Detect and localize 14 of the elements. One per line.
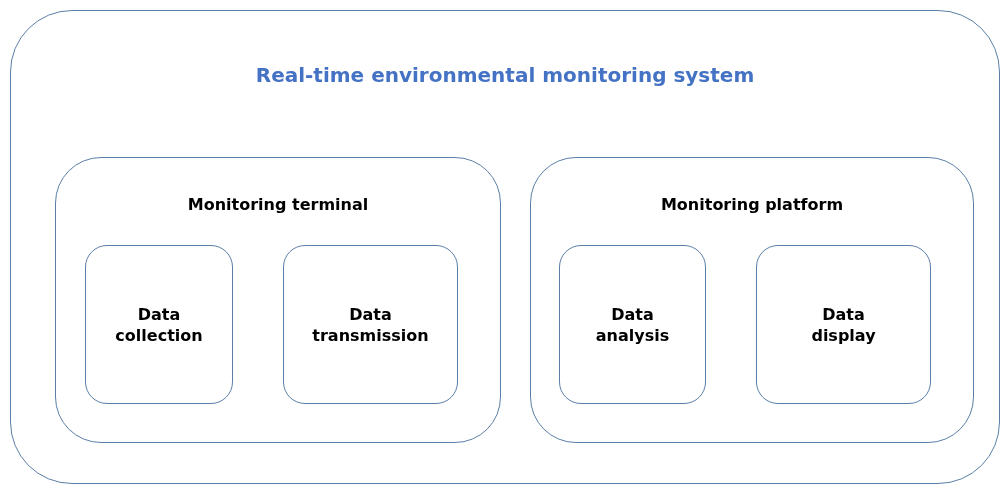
box-label: Data analysis — [594, 303, 671, 346]
box-label: Data collection — [114, 303, 204, 346]
process-box — [283, 245, 458, 404]
box-label: Data transmission — [311, 303, 430, 346]
group-box — [530, 157, 974, 443]
box-label: Data display — [810, 303, 877, 346]
process-box — [85, 245, 233, 404]
group-label: Monitoring terminal — [187, 195, 369, 214]
process-box — [559, 245, 706, 404]
process-box — [756, 245, 931, 404]
group-label: Monitoring platform — [660, 195, 844, 214]
container-label: Real-time environmental monitoring system — [255, 63, 755, 87]
group-box — [55, 157, 501, 443]
system-container — [10, 10, 1000, 484]
